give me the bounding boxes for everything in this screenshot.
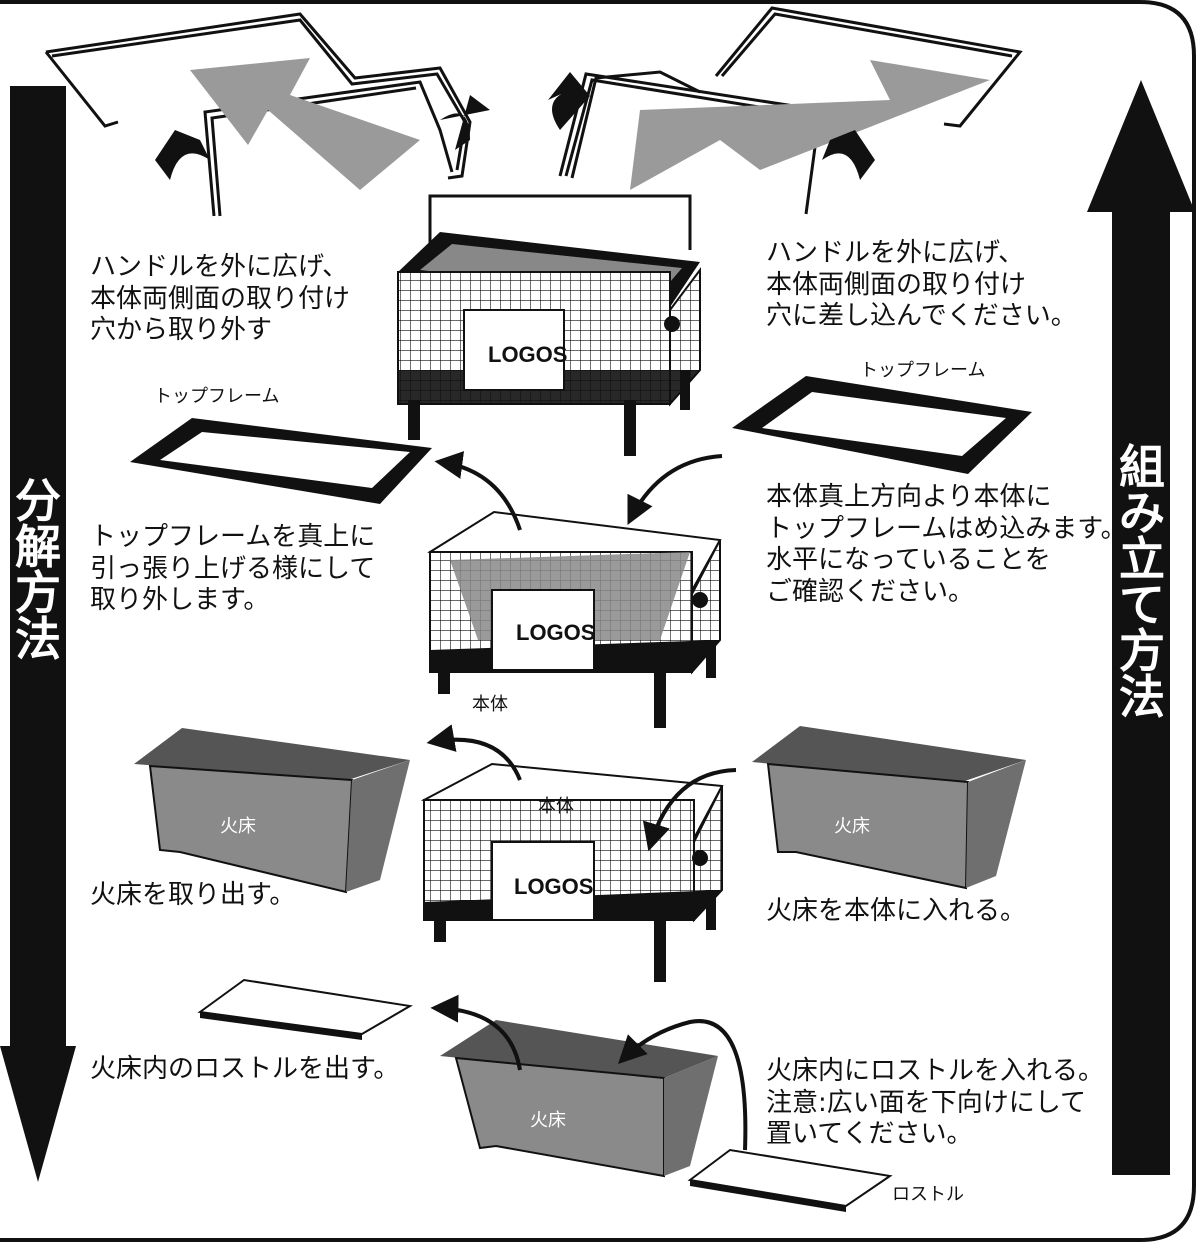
rotate-right-arrow-icon (548, 72, 590, 130)
disassembly-title: 分解方法 (15, 474, 61, 666)
step-frame-attach: 本体真上方向より本体に トップフレームはめ込みます。 水平になっていることを ご… (766, 482, 1127, 608)
step-rostle-remove: 火床内のロストルを出す。 (90, 1054, 400, 1084)
logo-3-text: LOGOS (514, 874, 593, 899)
step-rostle-insert: 火床内にロストルを入れる。 注意:広い面を下向けにして 置いてください。 (766, 1056, 1105, 1150)
grill-complete-icon (397, 194, 701, 456)
firebed-bottom-label: 火床 (530, 1110, 566, 1131)
firebed-right-label: 火床 (834, 816, 870, 837)
firebed-left-icon (134, 728, 410, 894)
handle-right-outer-icon (570, 6, 1023, 179)
attach-handle-arrow-icon (630, 60, 990, 190)
rostle-label: ロストル (892, 1184, 964, 1205)
handle-right-inner-icon (558, 72, 822, 215)
grill-body-icon (427, 510, 722, 728)
top-frame-right-icon (732, 376, 1032, 474)
firebed-bottom-icon (440, 1020, 718, 1178)
rostle-left-icon (197, 978, 413, 1040)
assembly-title: 組み立て方法 (1119, 440, 1165, 724)
disassembly-arrow-icon (0, 86, 76, 1182)
top-frame-right-label: トップフレーム (860, 360, 985, 381)
firebed-right-icon (752, 726, 1026, 890)
handle-left-inner-icon (203, 80, 454, 217)
insert-frame-arrow-icon (627, 454, 723, 526)
step-firebed-insert: 火床を本体に入れる。 (766, 896, 1027, 926)
top-frame-left-icon (130, 418, 432, 504)
rotate-left-arrow-icon (155, 130, 210, 180)
firebed-left-label: 火床 (220, 816, 256, 837)
top-frame-left-label: トップフレーム (154, 386, 279, 407)
step-handle-attach: ハンドルを外に広げ、 本体両側面の取り付け 穴に差し込んでください。 (766, 238, 1077, 332)
logo-1-text: LOGOS (488, 342, 567, 367)
insert-rostle-arrow-icon (618, 1019, 748, 1151)
rotate-left-arrow2-icon (440, 95, 490, 150)
body-label-1: 本体 (472, 694, 508, 715)
step-handle-remove: ハンドルを外に広げ、 本体両側面の取り付け 穴から取り外す (90, 252, 351, 346)
insert-firebed-arrow-icon (642, 768, 737, 852)
lift-frame-arrow-icon (434, 451, 522, 531)
assembly-arrow-icon (1087, 80, 1195, 1175)
remove-firebed-arrow-icon (426, 724, 522, 781)
logo-2-text: LOGOS (516, 620, 595, 645)
rostle-right-icon (687, 1148, 893, 1212)
remove-rostle-arrow-icon (430, 994, 522, 1071)
remove-handle-arrow-icon (190, 58, 420, 190)
rotate-right-arrow2-icon (822, 130, 875, 180)
body-label-2: 本体 (538, 796, 574, 817)
step-frame-remove: トップフレームを真上に 引っ張り上げる様にして 取り外します。 (90, 522, 376, 616)
step-firebed-remove: 火床を取り出す。 (90, 880, 296, 910)
